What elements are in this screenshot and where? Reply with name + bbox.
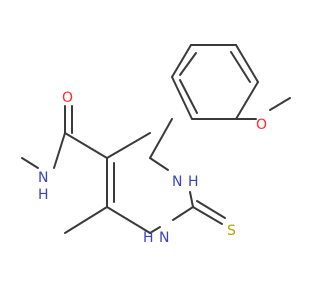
- bond: [179, 79, 198, 114]
- bond: [149, 118, 173, 159]
- bond: [230, 51, 251, 83]
- oxygen-ether-label: O: [256, 117, 267, 133]
- bond: [196, 200, 226, 219]
- oxygen-carbonyl-label: O: [62, 90, 73, 106]
- nitrogen-amide-label: N: [38, 170, 48, 186]
- bond: [21, 157, 39, 169]
- sulfur-label: S: [227, 223, 236, 239]
- thione-group: [192, 200, 226, 225]
- nitrogen-ring-lower-label: N: [159, 230, 169, 246]
- pyrimidine-ring: [106, 132, 194, 234]
- bond: [192, 206, 223, 225]
- hydrogen-ring-upper-label: H: [188, 174, 199, 190]
- bond: [149, 226, 161, 234]
- bond: [179, 52, 197, 76]
- bond: [171, 76, 193, 120]
- bond: [235, 81, 259, 120]
- molecule-diagram: O O N H N H N H S: [21, 44, 291, 246]
- bond: [106, 206, 151, 234]
- methoxy-group: [235, 97, 291, 120]
- bond: [53, 132, 66, 169]
- bond: [269, 97, 291, 111]
- bond: [172, 206, 194, 221]
- structure-canvas: O O N H N H N H S: [21, 44, 291, 246]
- hydrogen-ring-lower-label: H: [143, 230, 154, 246]
- carboxamide-group: [21, 105, 108, 169]
- benzene-ring: [171, 44, 259, 120]
- bond: [235, 44, 259, 83]
- bond: [149, 157, 169, 171]
- bond: [171, 44, 192, 78]
- bond: [64, 206, 108, 234]
- bond: [64, 132, 108, 159]
- bond: [189, 191, 194, 208]
- nitrogen-ring-upper-label: N: [172, 174, 182, 190]
- hydrogen-amide-label: H: [38, 187, 49, 203]
- bond: [106, 132, 151, 159]
